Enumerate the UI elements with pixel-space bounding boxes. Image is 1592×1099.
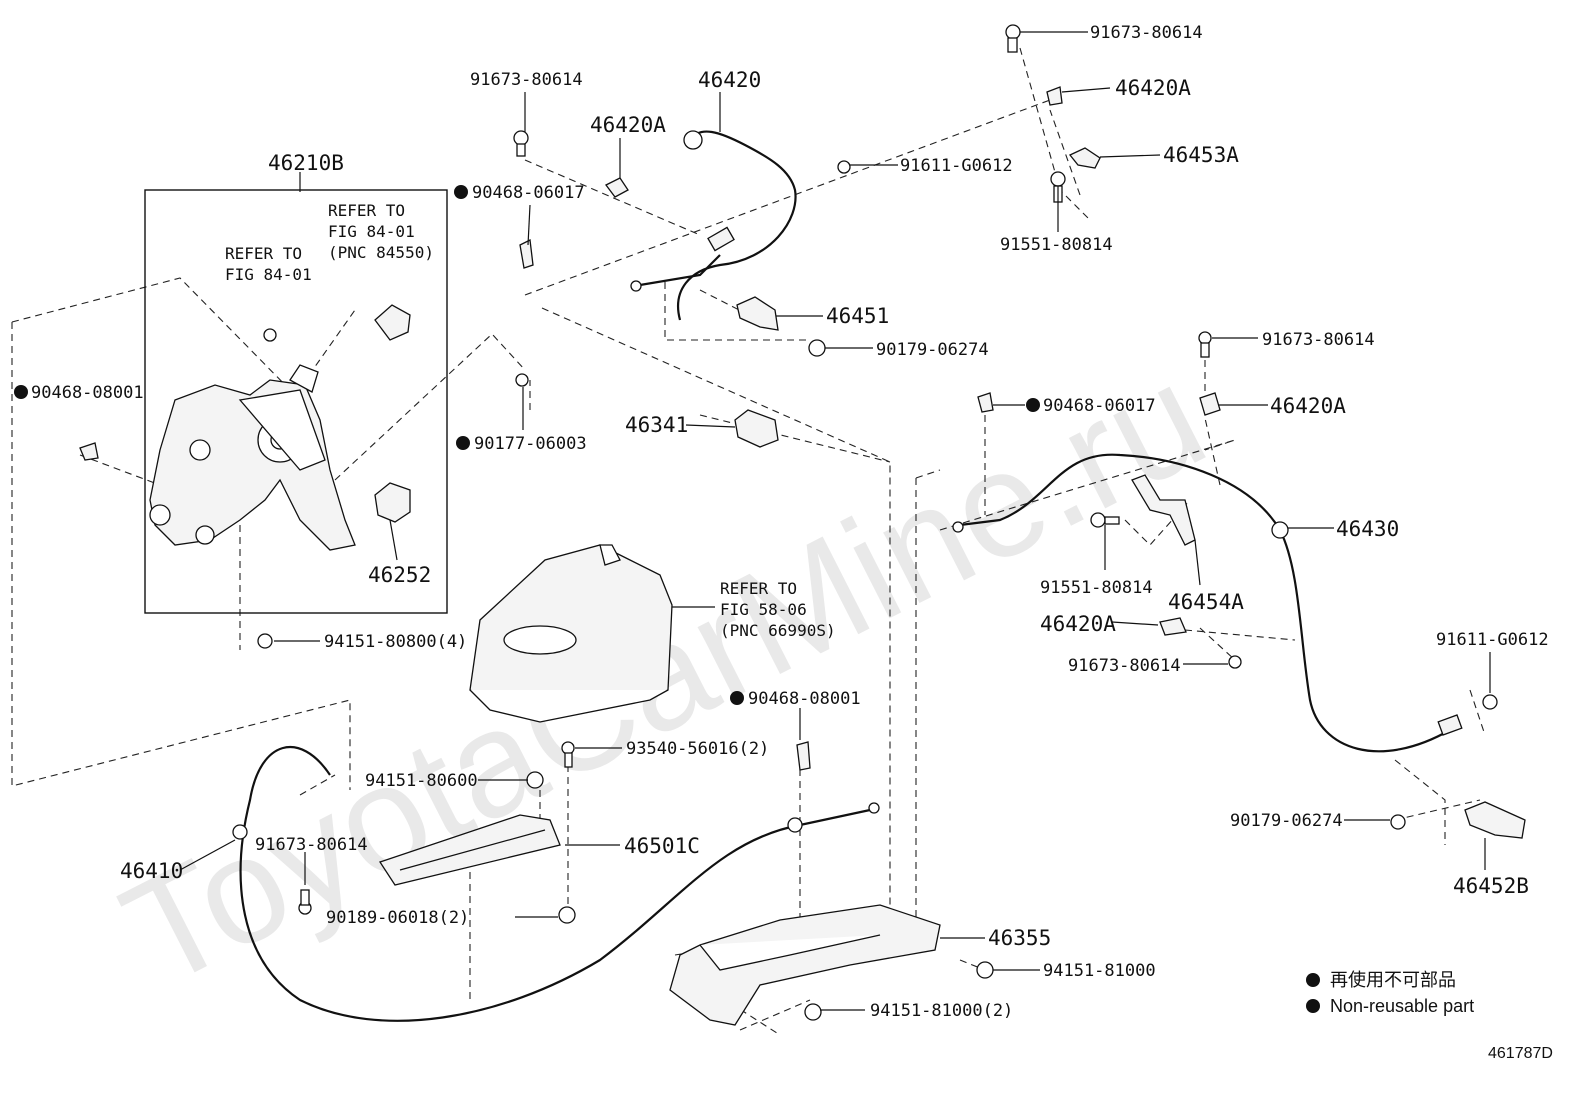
- cable-46430-shape: [952, 453, 1463, 753]
- cable-46410-shape: [232, 746, 880, 1022]
- label-46341: 46341: [625, 413, 688, 437]
- label-94151-80800: 94151-80800(4): [324, 632, 467, 652]
- refer-note-84550-line2: FIG 84-01: [328, 222, 415, 241]
- cable-46420-shape: [630, 130, 797, 321]
- label-46430: 46430: [1336, 517, 1399, 541]
- refer-note-66990S-line3: (PNC 66990S): [720, 621, 836, 640]
- label-46420A-right: 46420A: [1270, 394, 1346, 418]
- label-94151-81000: 94151-81000: [1043, 961, 1156, 981]
- bracket-46355-shape: [669, 904, 941, 1026]
- label-46420A-mid: 46420A: [590, 113, 666, 137]
- label-46420: 46420: [698, 68, 761, 92]
- label-90179-06274-top: 90179-06274: [876, 340, 989, 360]
- label-90179-06274-right: 90179-06274: [1230, 811, 1343, 831]
- label-91673-80614-right: 91673-80614: [1262, 330, 1375, 350]
- label-46501C: 46501C: [624, 834, 700, 858]
- refer-note-66990S-line1: REFER TO: [720, 579, 797, 598]
- bracket-46451-shape: [736, 296, 779, 331]
- label-94151-81000-2: 94151-81000(2): [870, 1001, 1013, 1021]
- legend-english: Non-reusable part: [1330, 996, 1474, 1016]
- figure-code: 461787D: [1488, 1045, 1553, 1062]
- refer-note-84550-line1: REFER TO: [328, 201, 405, 220]
- label-46252: 46252: [368, 563, 431, 587]
- label-90468-08001-left: 90468-08001: [31, 383, 144, 403]
- label-90468-06017-right: 90468-06017: [1043, 396, 1156, 416]
- label-91551-80814-right: 91551-80814: [1040, 578, 1153, 598]
- label-46451: 46451: [826, 304, 889, 328]
- label-91673-80614-top: 91673-80614: [1090, 23, 1203, 43]
- label-90468-06017-left: 90468-06017: [472, 183, 585, 203]
- label-90468-08001-lower: 90468-08001: [748, 689, 861, 709]
- label-91673-80614-left: 91673-80614: [470, 70, 583, 90]
- refer-clip-shape: [374, 304, 411, 341]
- label-46454A: 46454A: [1168, 590, 1244, 614]
- console-box-shape: [469, 544, 673, 723]
- part-46341-shape: [734, 409, 779, 448]
- label-90177-06003: 90177-06003: [474, 434, 587, 454]
- label-91673-80614-bottom: 91673-80614: [255, 835, 368, 855]
- part-46252-shape: [374, 482, 411, 523]
- parking-brake-pedal-assembly: [149, 364, 356, 551]
- non-reusable-markers: [14, 185, 1320, 1013]
- label-46420A-top-right: 46420A: [1115, 76, 1191, 100]
- label-91611-G0612-top: 91611-G0612: [900, 156, 1013, 176]
- legend-japanese: 再使用不可部品: [1330, 970, 1456, 990]
- label-46420A-lower: 46420A: [1040, 612, 1116, 636]
- label-46452B: 46452B: [1453, 874, 1529, 898]
- refer-note-84550-line3: (PNC 84550): [328, 243, 434, 262]
- label-91673-80614-lower-right: 91673-80614: [1068, 656, 1181, 676]
- label-91551-80814-top: 91551-80814: [1000, 235, 1113, 255]
- clip-46453A-shape: [1068, 147, 1101, 169]
- bracket-46452B-shape: [1464, 801, 1526, 839]
- refer-note-84-01-line1: REFER TO: [225, 244, 302, 263]
- label-46453A: 46453A: [1163, 143, 1239, 167]
- label-90189-06018: 90189-06018(2): [326, 908, 469, 928]
- leader-lines: [179, 31, 1491, 1011]
- small-bolt-shape: [263, 328, 277, 342]
- refer-note-84-01-line2: FIG 84-01: [225, 265, 312, 284]
- label-46410: 46410: [120, 859, 183, 883]
- label-46210B: 46210B: [268, 151, 344, 175]
- label-94151-80600: 94151-80600: [365, 771, 478, 791]
- label-93540-56016: 93540-56016(2): [626, 739, 769, 759]
- plate-46501C-shape: [378, 814, 561, 886]
- label-46355: 46355: [988, 926, 1051, 950]
- fasteners: [79, 24, 1498, 1021]
- refer-note-66990S-line2: FIG 58-06: [720, 600, 807, 619]
- label-91611-G0612-right: 91611-G0612: [1436, 630, 1549, 650]
- pedal-assembly-box: [144, 189, 448, 614]
